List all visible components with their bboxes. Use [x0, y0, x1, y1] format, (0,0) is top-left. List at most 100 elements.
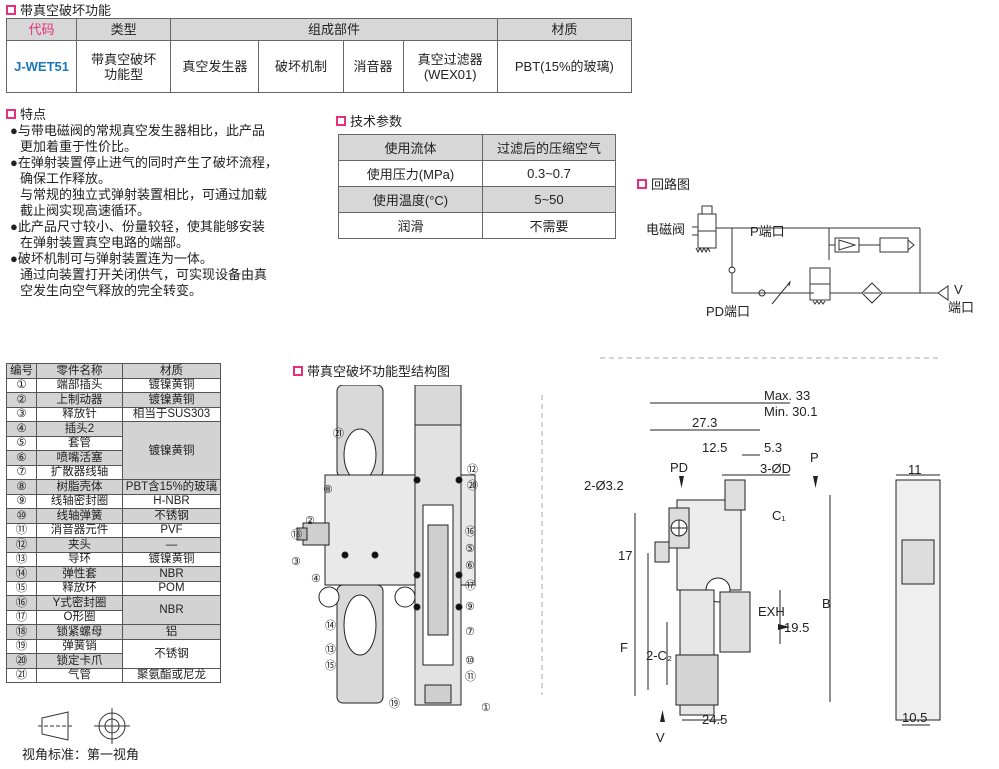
- part-silencer: 消音器: [342, 40, 404, 93]
- part-no: ⑲: [6, 638, 37, 654]
- part-name: 导环: [36, 551, 123, 567]
- pd-port-label: PD端口: [706, 304, 750, 319]
- v-label: V: [954, 282, 963, 297]
- bullet-square-icon: [293, 365, 303, 376]
- structure-drawing: ① ② ③ ④ ⑤ ⑥ ⑦ ⑧ ⑨ ⑩ ⑪ ⑫ ⑬ ⑭ ⑮ ⑯ ⑰ ⑱ ⑲ ⑳ …: [291, 385, 491, 714]
- feature-line: 在弹射装置真空电路的端部。: [20, 235, 190, 250]
- dashed-divider-top: [600, 357, 940, 359]
- dim-2-c2: 2-C₂: [646, 648, 672, 663]
- dashed-divider: [541, 395, 543, 695]
- dimension-drawing: Max. 33 Min. 30.1 27.3 12.5 5.3 PD P 3-Ø…: [584, 388, 941, 745]
- part-material: 镀镍黄铜: [122, 551, 221, 567]
- part-name: 插头2: [36, 421, 123, 437]
- p-arrow: [813, 476, 818, 488]
- silencer-symbol: [879, 237, 909, 253]
- callout: ⑫: [467, 463, 478, 476]
- tech-key: 润滑: [338, 212, 483, 239]
- part-name: 锁定卡爪: [36, 653, 123, 669]
- callout: ⑤: [465, 543, 475, 555]
- tech-value: 过滤后的压缩空气: [482, 134, 616, 161]
- header-code: 代码: [5, 18, 78, 41]
- part-break-mechanism: 破坏机制: [258, 40, 344, 93]
- part-name: 扩散器线轴: [36, 464, 123, 480]
- dim-phi-d: 3-ØD: [760, 461, 791, 476]
- part-no: ⑨: [6, 493, 37, 509]
- header-parts: 组成部件: [170, 18, 498, 41]
- p-port-label: P端口: [750, 224, 785, 239]
- header-type: 类型: [76, 18, 172, 41]
- dim-v: V: [656, 730, 665, 745]
- dim-p: P: [810, 450, 819, 465]
- tech-value: 不需要: [482, 212, 616, 239]
- callout: ④: [311, 573, 321, 585]
- callout: ①: [481, 702, 491, 714]
- feature-line: ●此产品尺寸较小、份量较轻，使其能够安装: [10, 219, 265, 234]
- projection-label: 视角标准：第一视角: [22, 747, 140, 762]
- feature-line: 空发生向空气释放的完全转变。: [20, 283, 203, 298]
- part-name: 树脂壳体: [36, 479, 123, 495]
- callout: ⑨: [465, 601, 475, 613]
- part-no: ⑭: [6, 566, 37, 582]
- part-vacuum-generator: 真空发生器: [170, 40, 260, 93]
- dim-c1: C₁: [772, 508, 786, 523]
- part-no: ⑰: [6, 609, 37, 625]
- part-no: ⑦: [6, 464, 37, 480]
- part-material: 镀镍黄铜: [122, 392, 221, 408]
- feature-line: ●与带电磁阀的常规真空发生器相比，此产品: [10, 123, 265, 138]
- callout: ⑥: [465, 560, 475, 572]
- feature-line: 与常规的独立式弹射装置相比，可通过加载: [20, 187, 268, 202]
- part-name: 端部插头: [36, 377, 123, 393]
- part-material: 不锈钢: [122, 638, 221, 669]
- part-material: NBR: [122, 566, 221, 582]
- part-no: ①: [6, 377, 37, 393]
- part-material: 镀镍黄铜: [122, 377, 221, 393]
- dim-exh: EXH: [758, 604, 785, 619]
- tech-key: 使用温度(°C): [338, 186, 483, 213]
- part-no: ⑩: [6, 508, 37, 524]
- part-no: ⑤: [6, 435, 37, 451]
- header-material: 材质: [496, 18, 633, 41]
- part-no: ⑥: [6, 450, 37, 466]
- solenoid-coil: [701, 205, 713, 215]
- exh-arrow: [778, 624, 790, 630]
- dim-min30-1: Min. 30.1: [764, 404, 817, 419]
- part-material: 镀镍黄铜: [122, 421, 221, 480]
- features-list: ●与带电磁阀的常规真空发生器相比，此产品 更加着重于性价比。 ●在弹射装置停止进…: [10, 123, 310, 299]
- callout: ⑦: [465, 626, 475, 638]
- features-title: 特点: [6, 104, 46, 123]
- part-material: H-NBR: [122, 493, 221, 509]
- pd-arrow: [679, 476, 684, 488]
- callout: ⑯: [465, 525, 476, 538]
- callout: ⑰: [465, 579, 476, 592]
- part-name: 消音器元件: [36, 522, 123, 538]
- dim-10-5: 10.5: [902, 710, 927, 725]
- part-name: 喷嘴活塞: [36, 450, 123, 466]
- part-no: ⑫: [6, 537, 37, 553]
- callout: ⑭: [325, 619, 336, 632]
- dim-19-5: 19.5: [784, 620, 809, 635]
- part-no: ⑬: [6, 551, 37, 567]
- solenoid-label: 电磁阀: [646, 222, 685, 237]
- tech-value: 5~50: [482, 186, 616, 213]
- dim-17: 17: [618, 548, 632, 563]
- feature-line: ●破坏机制可与弹射装置连为一体。: [10, 251, 213, 266]
- bullet-square-icon: [336, 115, 346, 126]
- part-no: ⑧: [6, 479, 37, 495]
- function-table: 代码 类型 组成部件 材质 J-WET51 带真空破坏功能型 真空发生器 破坏机…: [5, 18, 633, 93]
- part-material: PBT含15%的玻璃: [122, 479, 221, 495]
- feature-line: ●在弹射装置停止进气的同时产生了破坏流程，: [10, 155, 278, 170]
- bullet-square-icon: [637, 178, 647, 189]
- dim-hole: 2-Ø3.2: [584, 478, 624, 493]
- part-no: ⑮: [6, 580, 37, 596]
- parts-header: 零件名称: [36, 363, 123, 379]
- dim-f: F: [620, 640, 628, 655]
- part-name: 弹性套: [36, 566, 123, 582]
- part-name: 弹簧销: [36, 638, 123, 654]
- product-code: J-WET51: [5, 40, 78, 93]
- side-view: [895, 479, 941, 721]
- dim-27-3: 27.3: [692, 415, 717, 430]
- callout: ⑩: [465, 655, 475, 667]
- callout: ③: [291, 556, 301, 568]
- part-name: 线轴密封圈: [36, 493, 123, 509]
